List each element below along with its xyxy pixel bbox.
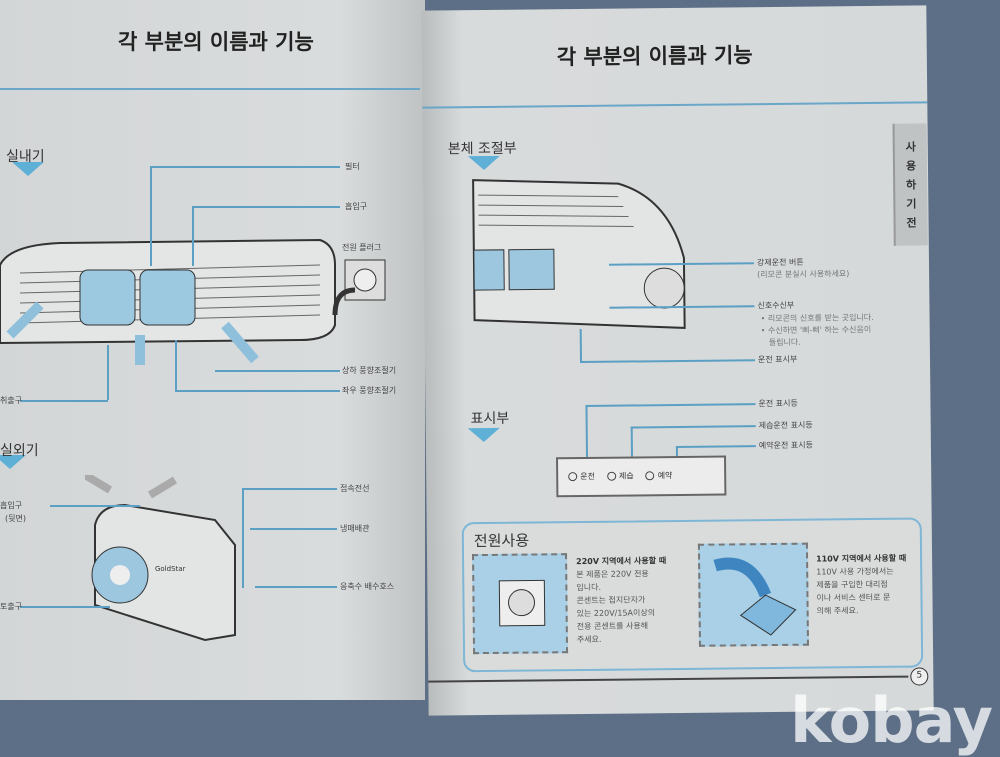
- section-marker: [467, 427, 500, 443]
- label-rear: (뒷면): [5, 514, 26, 523]
- page-number: 5: [910, 667, 929, 686]
- label-drain-hose: 응축수 배수호스: [340, 582, 395, 591]
- label-discharge: 토출구: [0, 602, 23, 611]
- brand-logo: GoldStar: [155, 565, 186, 573]
- left-page-title: 각 부분의 이름과 기능: [118, 30, 314, 54]
- indoor-section-label: 실내기: [6, 149, 45, 165]
- footer-divider: [428, 675, 909, 683]
- divider: [422, 101, 928, 109]
- label-outlet: 취출구: [0, 396, 23, 405]
- label-dehumidify-lamp: 제습운전 표시등: [758, 420, 813, 431]
- divider: [0, 88, 420, 90]
- label-filter: 필터: [345, 162, 360, 171]
- label-forced-operation-note: (리모콘 분실시 사용하세요): [757, 269, 850, 280]
- receiver-note: • 수신하면 '삐-삐' 하는 수신음이: [760, 324, 872, 336]
- operation-lamp: 운전: [568, 471, 595, 483]
- outlet-illustration: [472, 553, 569, 655]
- control-unit-illustration: [472, 179, 686, 329]
- label-power-plug: 전원 플러그: [342, 243, 382, 252]
- section-marker: [12, 162, 44, 176]
- power-section-label: 전원사용: [473, 531, 530, 551]
- label-reservation-lamp: 예약운전 표시등: [758, 440, 814, 451]
- label-vertical-louver: 상하 풍향조절기: [342, 366, 397, 375]
- right-page-title: 각 부분의 이름과 기능: [556, 43, 753, 70]
- label-display-area: 운전 표시부: [757, 354, 798, 365]
- dehumidify-lamp: 제습: [606, 470, 634, 482]
- section-marker: [0, 455, 26, 469]
- outdoor-section-label: 실외기: [0, 443, 39, 459]
- label-forced-operation-button: 강제운전 버튼: [756, 257, 804, 268]
- receiver-note: 들립니다.: [768, 337, 801, 348]
- watermark: kobay: [790, 684, 993, 757]
- label-operation-lamp: 운전 표시등: [758, 398, 798, 409]
- reservation-lamp: 예약: [645, 470, 673, 482]
- label-connecting-wire: 접속전선: [340, 484, 370, 493]
- power-plug-illustration: [332, 259, 386, 316]
- receiver-note: • 리모콘의 신호를 받는 곳입니다.: [760, 312, 874, 324]
- label-horizontal-louver: 좌우 풍향조절기: [342, 386, 397, 395]
- label-refrigerant-pipe: 냉매배관: [340, 524, 370, 533]
- indicator-panel: 운전 제습 예약: [556, 455, 727, 498]
- indicator-section-label: 표시부: [470, 410, 510, 428]
- indoor-unit-illustration: [0, 238, 336, 365]
- left-page: 각 부분의 이름과 기능 실내기 필터 흡입구 전원 플러그 상하 풍향조절기 …: [0, 0, 425, 700]
- control-section-label: 본체 조절부: [447, 140, 517, 158]
- label-intake: 흡입구: [345, 202, 368, 211]
- outdoor-unit-illustration: GoldStar: [85, 475, 236, 642]
- telephone-illustration: [697, 542, 809, 647]
- label-signal-receiver: 신호수신부: [757, 300, 795, 311]
- label-outdoor-intake: 흡입구: [0, 501, 23, 510]
